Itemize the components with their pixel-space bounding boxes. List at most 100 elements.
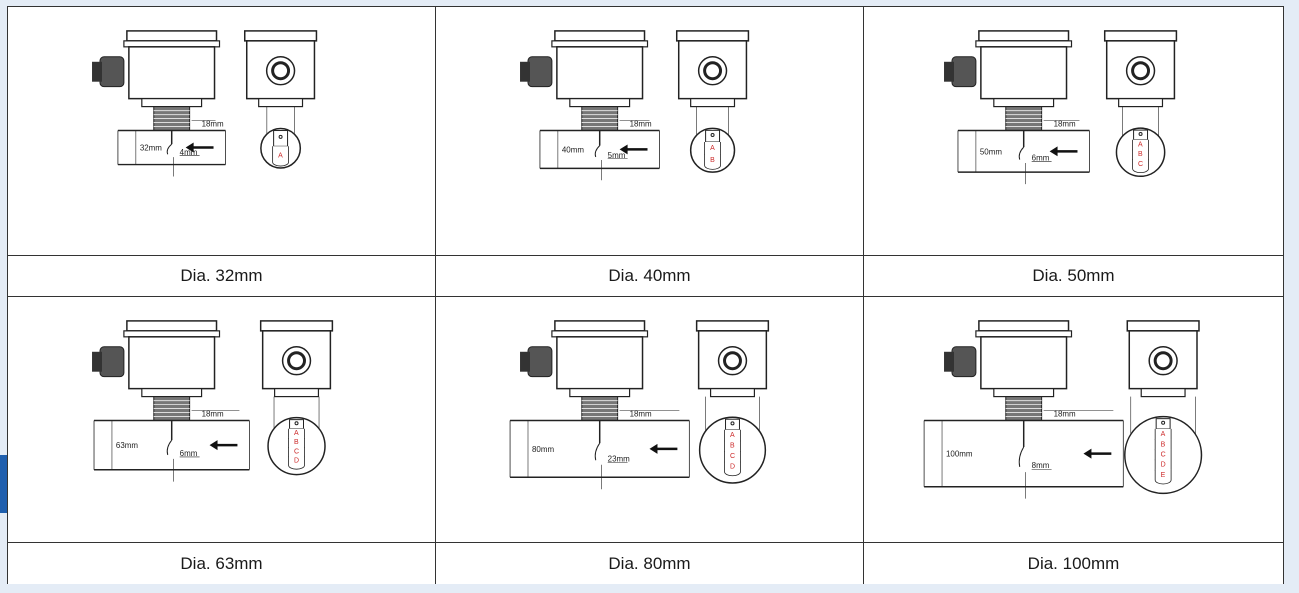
diameter-label: 80mm	[532, 445, 554, 454]
housing-body	[980, 46, 1068, 100]
side-housing-lid	[675, 30, 750, 42]
paddle-screw	[278, 134, 283, 139]
side-housing-lid	[695, 320, 770, 332]
housing-body	[128, 46, 216, 100]
cable-gland	[527, 346, 553, 378]
paddle-segment-letter: D	[294, 457, 299, 464]
paddle-blade	[166, 143, 173, 155]
housing-lid	[554, 30, 646, 42]
caption-text: Dia. 63mm	[180, 553, 263, 573]
cable-gland	[99, 56, 125, 88]
paddle-screw	[1161, 420, 1166, 425]
cable-gland-nut	[944, 61, 954, 82]
paddle-screw	[294, 421, 299, 426]
paddle-blade	[594, 442, 601, 461]
side-housing-lid	[259, 320, 334, 332]
cable-gland-nut	[92, 351, 102, 372]
caption-text: Dia. 32mm	[180, 266, 263, 285]
caption-5: Dia. 80mm	[436, 543, 864, 584]
paddle-segment	[1154, 469, 1172, 485]
paddle-segment	[1132, 159, 1149, 173]
caption-3: Dia. 50mm	[864, 256, 1283, 297]
housing-lid	[978, 320, 1070, 332]
housing-lid	[554, 320, 646, 332]
housing-body	[556, 336, 644, 390]
paddle-screw	[710, 132, 715, 137]
cable-gland	[527, 56, 553, 88]
paddle-segment-letter: B	[730, 443, 735, 450]
paddle-segment	[288, 456, 305, 470]
housing-neck	[993, 98, 1055, 108]
clearance-label: 18mm	[1054, 120, 1076, 129]
side-gland-inner	[287, 351, 306, 371]
side-neck	[1140, 388, 1186, 398]
housing-flange	[975, 330, 1073, 338]
housing-lid	[978, 30, 1070, 42]
flow-arrow-head	[185, 142, 194, 153]
diameter-label: 63mm	[116, 441, 138, 450]
side-housing-lid	[1103, 30, 1178, 42]
side-gland-inner	[1131, 61, 1151, 81]
caption-1: Dia. 32mm	[8, 256, 436, 297]
cable-gland-nut	[520, 351, 530, 372]
paddle-blade	[166, 439, 173, 456]
housing-neck	[141, 388, 203, 398]
side-neck	[709, 388, 756, 398]
cable-gland-nut	[92, 61, 102, 82]
housing-neck	[993, 388, 1055, 398]
clearance-label: 18mm	[202, 410, 224, 419]
cable-gland-nut	[944, 351, 954, 372]
paddle-blade	[594, 145, 601, 158]
cable-gland	[99, 346, 125, 378]
caption-4: Dia. 63mm	[8, 543, 436, 584]
paddle-segment-letter: C	[730, 453, 735, 460]
housing-body	[556, 46, 644, 100]
side-neck	[258, 98, 304, 108]
housing-flange	[975, 40, 1073, 48]
depth-label: 4mm	[180, 148, 198, 157]
paddle-segment-letter: A	[294, 430, 299, 437]
housing-body	[980, 336, 1068, 390]
paddle-segment-letter: D	[1161, 462, 1166, 469]
housing-lid	[126, 320, 218, 332]
housing-body	[128, 336, 216, 390]
paddle-segment-letter: A	[1161, 431, 1166, 438]
side-housing-lid	[1126, 320, 1200, 332]
paddle-segment-letter: A	[278, 152, 283, 159]
side-neck	[1118, 98, 1164, 108]
flow-arrow-head	[619, 144, 628, 155]
housing-lid	[126, 30, 218, 42]
housing-neck	[569, 388, 631, 398]
paddle-segment-letter: D	[730, 464, 735, 471]
side-neck	[274, 388, 320, 398]
paddle-segment-letter: C	[294, 448, 299, 455]
paddle-screw	[730, 421, 735, 426]
housing-neck	[569, 98, 631, 108]
clearance-label: 18mm	[630, 120, 652, 129]
caption-text: Dia. 50mm	[1032, 266, 1115, 285]
diameter-label: 40mm	[562, 145, 584, 154]
paddle-segment-letter: A	[710, 145, 715, 152]
caption-text: Dia. 100mm	[1027, 553, 1120, 573]
paddle-segment-letter: A	[1138, 141, 1143, 148]
flow-arrow-head	[1049, 146, 1058, 157]
housing-flange	[551, 330, 649, 338]
housing-flange	[123, 330, 221, 338]
housing-flange	[551, 40, 649, 48]
side-gland-inner	[1153, 351, 1173, 371]
side-gland-inner	[271, 61, 291, 81]
flow-arrow-head	[1083, 448, 1092, 459]
paddle-segment-letter: B	[1161, 441, 1166, 448]
paddle-blade	[1018, 446, 1025, 467]
caption-2: Dia. 40mm	[436, 256, 864, 297]
cable-gland	[951, 346, 977, 378]
paddle-segment-letter: A	[730, 432, 735, 439]
flow-arrow-head	[649, 443, 658, 454]
